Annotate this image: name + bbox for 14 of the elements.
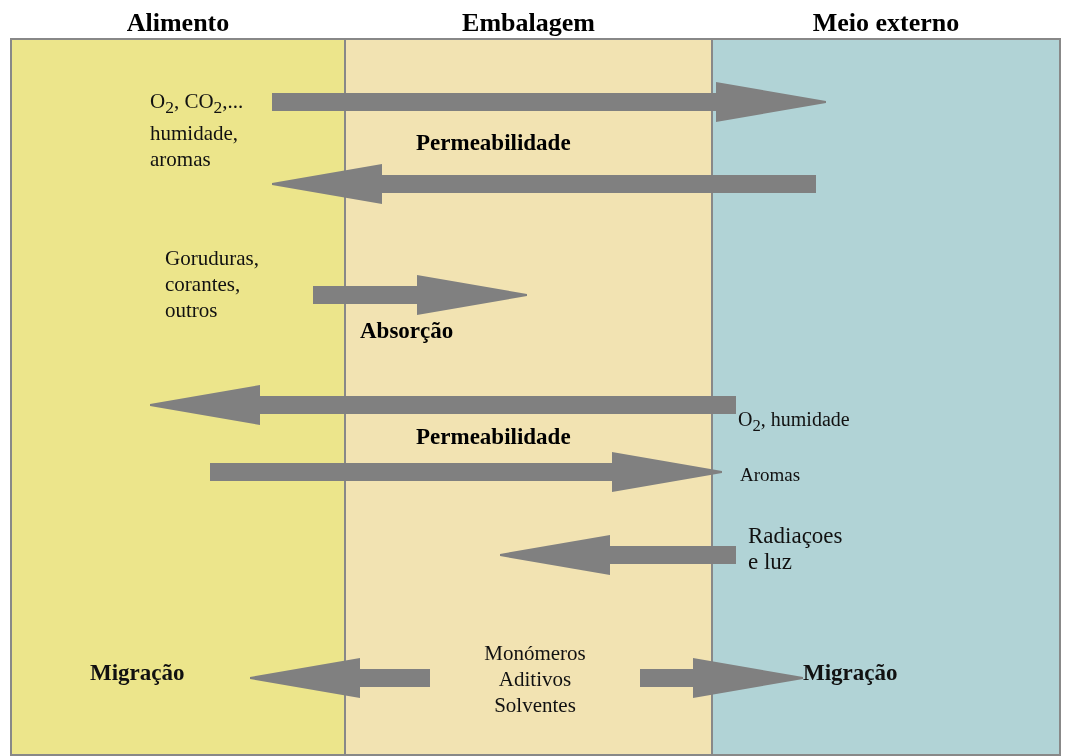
process-label: Permeabilidade [416, 130, 571, 156]
process-label: Permeabilidade [416, 424, 571, 450]
substance-label: Goruduras, corantes, outros [165, 245, 313, 323]
substance-label: Monómeros Aditivos Solventes [430, 640, 640, 718]
column-heading: Alimento [126, 8, 230, 38]
column-heading: Meio externo [812, 8, 960, 38]
substance-label: O$_{2}$, humidade [736, 406, 936, 439]
substance-label: Radiaçoes e luz [736, 523, 846, 583]
column-heading: Embalagem [462, 8, 595, 38]
substance-label: O$_{2}$, CO$_{2}$,... humidade, aromas [150, 88, 272, 173]
substance-label: Aromas [722, 462, 852, 490]
process-label: Migração [90, 660, 250, 694]
process-label: Absorção [360, 318, 454, 344]
process-label: Migração [803, 660, 963, 694]
